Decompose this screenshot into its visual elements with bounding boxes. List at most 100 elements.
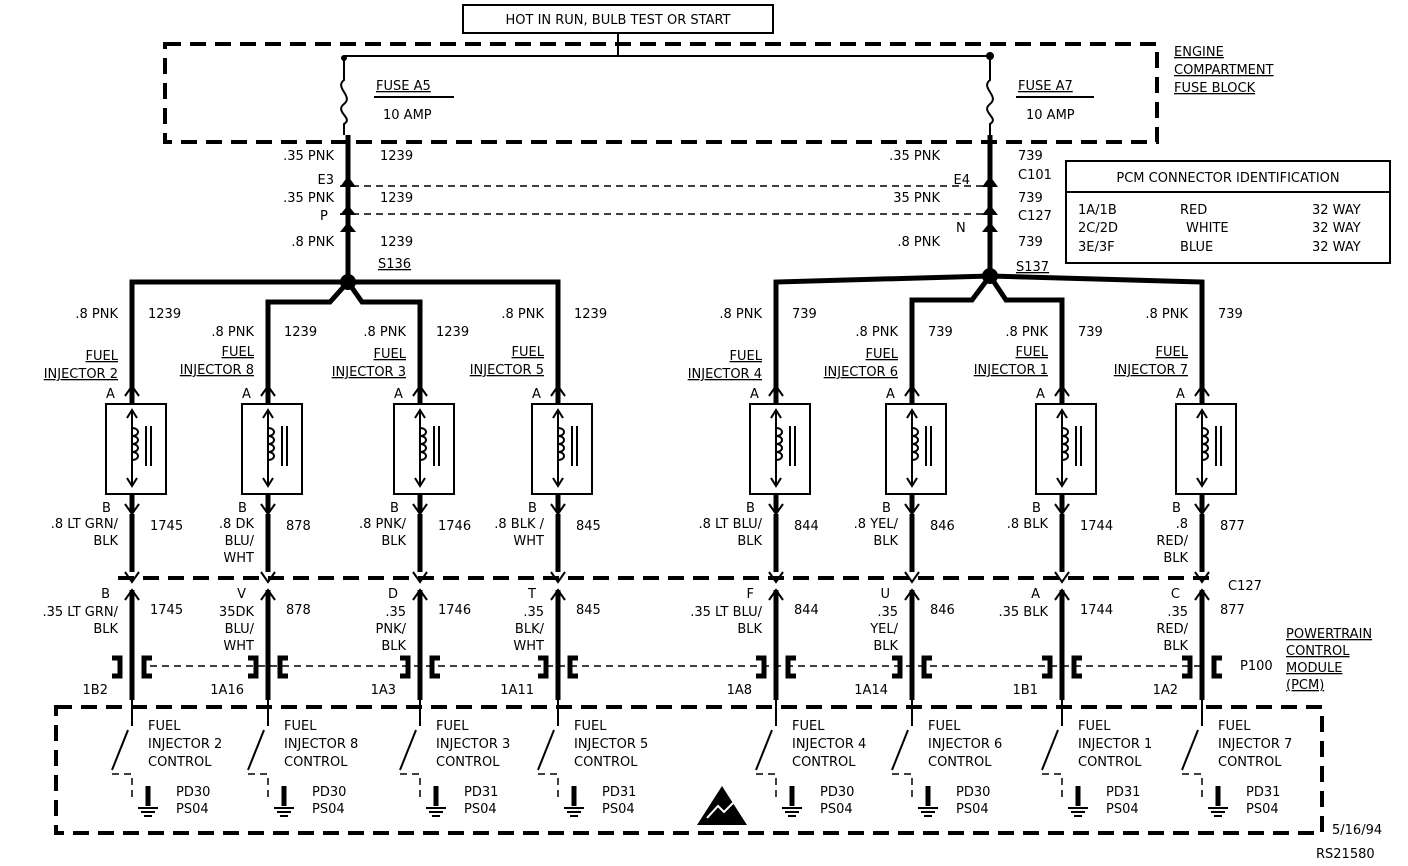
injector-3-supply-circuit: 1239 bbox=[436, 325, 469, 340]
injector-8-c127-pin: C bbox=[1171, 587, 1180, 602]
injector-4-ps-code: PS04 bbox=[602, 802, 635, 817]
injector-5-c127-pin: F bbox=[747, 587, 754, 602]
injector-8-arrow-down bbox=[1196, 477, 1208, 488]
branch-wire-injector-3 bbox=[345, 280, 423, 386]
injector-4-pcm-wire-color-1: .35 bbox=[523, 605, 544, 620]
injector-6-control-label-3: CONTROL bbox=[928, 755, 992, 770]
right-conn1: E4 bbox=[954, 173, 971, 188]
injector-8-switch-return bbox=[1182, 773, 1203, 798]
fuse-block-label-1: ENGINE bbox=[1174, 45, 1224, 60]
injector-1-arrow-down bbox=[126, 477, 138, 488]
injector-4-pcm-circuit: 845 bbox=[576, 603, 601, 618]
injector-1-supply-wire: .8 PNK bbox=[75, 307, 118, 322]
injector-1-ps-code: PS04 bbox=[176, 802, 209, 817]
injector-3-c127-pin: D bbox=[388, 587, 398, 602]
injector-2-ps-code: PS04 bbox=[312, 802, 345, 817]
injector-2-switch-blade bbox=[247, 729, 265, 771]
injector-4-out-wire-color-2: WHT bbox=[513, 534, 544, 549]
injector-3-pcm-wire-color-2: PNK/ bbox=[376, 622, 407, 637]
injector-1-switch-blade bbox=[111, 729, 129, 771]
injector-6-pcm-circuit: 846 bbox=[930, 603, 955, 618]
injector-2-p100-bracket-left bbox=[248, 655, 259, 679]
injector-6-p100-bracket-left bbox=[892, 655, 903, 679]
injector-8-name-2: INJECTOR 7 bbox=[1114, 363, 1188, 378]
injector-5-name-2: INJECTOR 4 bbox=[688, 367, 762, 382]
right-c127-connector-lower bbox=[982, 222, 998, 232]
injector-1-control-label-3: CONTROL bbox=[148, 755, 212, 770]
injector-4-pin-a: A bbox=[532, 387, 541, 402]
injector-1-name-1: FUEL bbox=[86, 349, 119, 364]
injector-6-supply-wire: .8 PNK bbox=[855, 325, 898, 340]
date-label: 5/16/94 bbox=[1332, 823, 1382, 838]
injector-3-switch-blade bbox=[399, 729, 417, 771]
injector-7-name-1: FUEL bbox=[1016, 345, 1049, 360]
injector-5-ps-code: PS04 bbox=[820, 802, 853, 817]
injector-1-out-wire-color-1: .8 LT GRN/ bbox=[51, 517, 119, 532]
injector-8-c127-male bbox=[1194, 571, 1210, 584]
injector-7-coil-icon bbox=[1061, 427, 1069, 461]
injector-5-control-label-3: CONTROL bbox=[792, 755, 856, 770]
injector-5-out-wire-color-2: BLK bbox=[737, 534, 762, 549]
injector-3-pcm-wire-color-3: BLK bbox=[381, 639, 406, 654]
injector-7-pcm-pin: 1B1 bbox=[1013, 683, 1038, 698]
injector-7-ps-code: PS04 bbox=[1106, 802, 1139, 817]
injector-6-pcm-pin: 1A14 bbox=[854, 683, 888, 698]
injector-4-pcm-wire-color-3: WHT bbox=[513, 639, 544, 654]
pcm-label-3: MODULE bbox=[1286, 661, 1342, 676]
injector-2-pcm-wire-color-3: WHT bbox=[223, 639, 254, 654]
pcm-id-row-1-pins: 1A/1B bbox=[1078, 203, 1117, 218]
branch-wire-injector-4 bbox=[773, 273, 991, 386]
injector-4-out-wire-color-1: .8 BLK / bbox=[494, 517, 544, 532]
left-c127-connector bbox=[340, 205, 356, 215]
injector-8-name-1: FUEL bbox=[1156, 345, 1189, 360]
injector-5-control-label-1: FUEL bbox=[792, 719, 825, 734]
injector-8-out-wire-color-2: RED/ bbox=[1156, 534, 1188, 549]
injector-4-pd-code: PD31 bbox=[602, 785, 636, 800]
injector-8-out-wire-color-3: BLK bbox=[1163, 551, 1188, 566]
injector-4-out-circuit: 845 bbox=[576, 519, 601, 534]
pcm-box bbox=[54, 705, 1324, 835]
pcm-id-table bbox=[1065, 160, 1391, 264]
injector-4-control-label-1: FUEL bbox=[574, 719, 607, 734]
injector-1-control-label-2: INJECTOR 2 bbox=[148, 737, 222, 752]
injector-7-pin-a: A bbox=[1036, 387, 1045, 402]
injector-1-c127-pin: B bbox=[101, 587, 110, 602]
pcm-id-row-2-color: WHITE bbox=[1186, 221, 1229, 236]
c127-label: C127 bbox=[1228, 579, 1262, 594]
injector-6-pin-a: A bbox=[886, 387, 895, 402]
injector-6-p100-bracket-right bbox=[921, 655, 932, 679]
injector-6-out-circuit: 846 bbox=[930, 519, 955, 534]
injector-4-pcm-pin: 1A11 bbox=[500, 683, 534, 698]
injector-2-out-wire-color-3: WHT bbox=[223, 551, 254, 566]
pcm-id-row-1-size: 32 WAY bbox=[1312, 203, 1361, 218]
injector-6-out-wire-color-2: BLK bbox=[873, 534, 898, 549]
injector-6-control-label-1: FUEL bbox=[928, 719, 961, 734]
injector-7-control-label-3: CONTROL bbox=[1078, 755, 1142, 770]
p100-label: P100 bbox=[1240, 659, 1273, 674]
injector-6-pcm-wire-color-3: BLK bbox=[873, 639, 898, 654]
injector-3-p100-bracket-left bbox=[400, 655, 411, 679]
injector-7-switch-blade bbox=[1041, 729, 1059, 771]
injector-8-pcm-circuit: 877 bbox=[1220, 603, 1245, 618]
injector-1-out-circuit: 1745 bbox=[150, 519, 183, 534]
injector-4-p100-bracket-left bbox=[538, 655, 549, 679]
injector-6-out-wire-color-1: .8 YEL/ bbox=[854, 517, 899, 532]
injector-2-name-1: FUEL bbox=[222, 345, 255, 360]
left-c127-connector-lower bbox=[340, 222, 356, 232]
right-c101-connector bbox=[982, 176, 998, 187]
injector-5-out-wire-color-1: .8 LT BLU/ bbox=[699, 517, 763, 532]
injector-8-pin-b: B bbox=[1172, 501, 1181, 516]
injector-1-pcm-wire-color-1: .35 LT GRN/ bbox=[42, 605, 118, 620]
injector-8-switch-blade bbox=[1181, 729, 1199, 771]
injector-8-pcm-wire-color-1: .35 bbox=[1167, 605, 1188, 620]
injector-3-coil-icon bbox=[419, 427, 427, 461]
injector-4-supply-wire: .8 PNK bbox=[501, 307, 544, 322]
injector-3-out-wire-color-1: .8 PNK/ bbox=[359, 517, 407, 532]
injector-8-p100-bracket-left bbox=[1182, 655, 1193, 679]
branch-wire-injector-8 bbox=[265, 280, 350, 386]
injector-2-pin-b: B bbox=[238, 501, 247, 516]
injector-6-switch-blade bbox=[891, 729, 909, 771]
injector-5-switch-return bbox=[756, 773, 777, 798]
